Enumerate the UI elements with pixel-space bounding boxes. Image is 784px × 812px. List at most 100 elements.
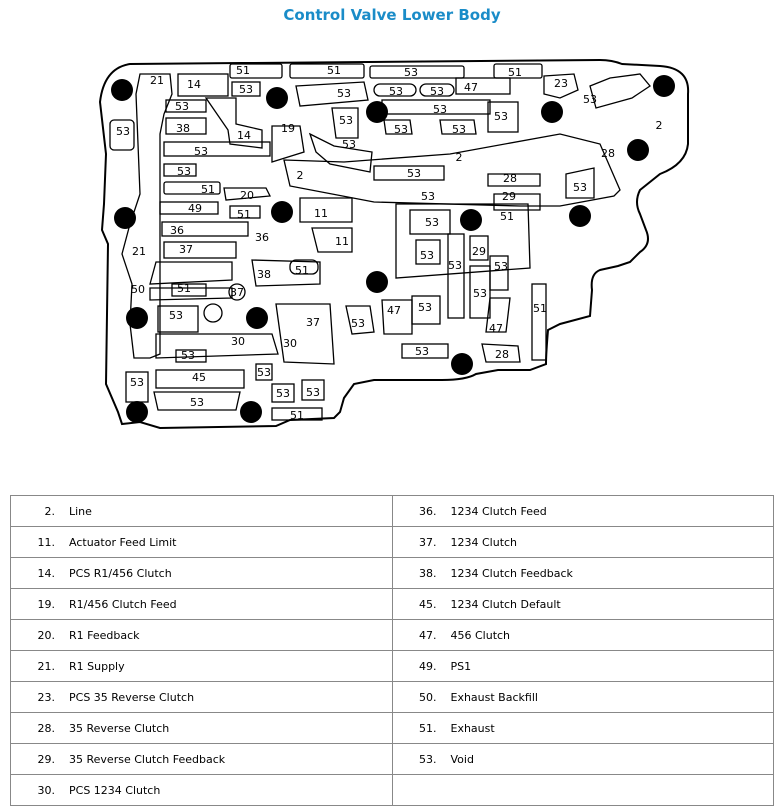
passage-label: 47: [489, 322, 503, 335]
legend-cell: 23.PCS 35 Reverse Clutch: [10, 681, 393, 713]
legend-cell: 20.R1 Feedback: [10, 619, 393, 651]
legend-cell: 28.35 Reverse Clutch: [10, 712, 393, 744]
passage-label: 2: [456, 151, 463, 164]
passage-label: 53: [177, 165, 191, 178]
legend-cell: 2.Line: [10, 495, 393, 527]
passage-label: 51: [508, 66, 522, 79]
legend-cell: 21.R1 Supply: [10, 650, 393, 682]
passage-label: 53: [169, 309, 183, 322]
passage-label: 53: [194, 145, 208, 158]
passage-label: 47: [464, 81, 478, 94]
passage-label: 53: [342, 138, 356, 151]
passage-label: 2: [297, 169, 304, 182]
legend-cell: 53.Void: [391, 743, 774, 775]
legend-cell: 19.R1/456 Clutch Feed: [10, 588, 393, 620]
passage-legend-table: 2.Line 36.1234 Clutch Feed 11.Actuator F…: [10, 495, 774, 806]
passage-label: 53: [404, 66, 418, 79]
passage-label: 11: [314, 207, 328, 220]
table-row: 21.R1 Supply 49.PS1: [10, 650, 774, 682]
legend-cell: 29.35 Reverse Clutch Feedback: [10, 743, 393, 775]
legend-cell: 11.Actuator Feed Limit: [10, 526, 393, 558]
passage-label: 53: [407, 167, 421, 180]
passage-label: 29: [502, 190, 516, 203]
passage-label: 53: [415, 345, 429, 358]
legend-cell: 36.1234 Clutch Feed: [391, 495, 774, 527]
passage-label: 53: [190, 396, 204, 409]
legend-cell: 37.1234 Clutch: [391, 526, 774, 558]
passage-label: 53: [337, 87, 351, 100]
passage-label: 38: [257, 268, 271, 281]
passage-label: 49: [188, 202, 202, 215]
table-row: 28.35 Reverse Clutch 51.Exhaust: [10, 712, 774, 744]
passage-label: 47: [387, 304, 401, 317]
passage-label: 53: [433, 103, 447, 116]
passage-labels: 21 14 51 51 53 51 53 53 23 53 53 47 53 5…: [116, 64, 663, 422]
passage-label: 2: [656, 119, 663, 132]
diagram-title: Control Valve Lower Body: [283, 6, 501, 24]
passage-label: 51: [327, 64, 341, 77]
table-row: 19.R1/456 Clutch Feed 45.1234 Clutch Def…: [10, 588, 774, 620]
passage-label: 53: [306, 386, 320, 399]
valve-body-outline: [98, 58, 690, 430]
passage-label: 14: [187, 78, 201, 91]
passage-label: 53: [276, 387, 290, 400]
passage-label: 53: [116, 125, 130, 138]
passage-label: 53: [420, 249, 434, 262]
passage-label: 14: [237, 129, 251, 142]
legend-cell: 14.PCS R1/456 Clutch: [10, 557, 393, 589]
passage-label: 51: [236, 64, 250, 77]
passage-label: 53: [583, 93, 597, 106]
passage-label: 20: [240, 189, 254, 202]
passage-label: 30: [283, 337, 297, 350]
passage-label: 51: [177, 282, 191, 295]
passage-label: 53: [452, 123, 466, 136]
passage-label: 53: [351, 317, 365, 330]
passage-outlines: [109, 63, 651, 421]
passage-label: 29: [472, 245, 486, 258]
passage-label: 53: [389, 85, 403, 98]
passage-label: 38: [176, 122, 190, 135]
valve-body-svg: 21 14 51 51 53 51 53 53 23 53 53 47 53 5…: [98, 58, 690, 430]
passage-label: 51: [500, 210, 514, 223]
passage-label: 51: [295, 264, 309, 277]
bolt-holes: [111, 75, 675, 423]
passage-label: 53: [425, 216, 439, 229]
legend-cell: [391, 774, 774, 806]
passage-label: 53: [430, 85, 444, 98]
passage-label: 45: [192, 371, 206, 384]
legend-cell: 49.PS1: [391, 650, 774, 682]
table-row: 29.35 Reverse Clutch Feedback 53.Void: [10, 743, 774, 775]
table-row: 14.PCS R1/456 Clutch 38.1234 Clutch Feed…: [10, 557, 774, 589]
passage-label: 53: [175, 100, 189, 113]
legend-cell: 38.1234 Clutch Feedback: [391, 557, 774, 589]
passage-label: 53: [494, 260, 508, 273]
passage-label: 53: [473, 287, 487, 300]
table-row: 30.PCS 1234 Clutch: [10, 774, 774, 806]
table-row: 20.R1 Feedback 47.456 Clutch: [10, 619, 774, 651]
passage-label: 53: [418, 301, 432, 314]
passage-label: 53: [448, 259, 462, 272]
table-row: 2.Line 36.1234 Clutch Feed: [10, 495, 774, 527]
valve-body-diagram: 21 14 51 51 53 51 53 53 23 53 53 47 53 5…: [0, 34, 784, 464]
passage-label: 53: [394, 123, 408, 136]
passage-label: 53: [339, 114, 353, 127]
passage-label: 53: [239, 83, 253, 96]
passage-label: 51: [201, 183, 215, 196]
passage-label: 21: [150, 74, 164, 87]
passage-label: 51: [290, 409, 304, 422]
passage-label: 28: [503, 172, 517, 185]
passage-label: 36: [170, 224, 184, 237]
passage-label: 51: [533, 302, 547, 315]
passage-label: 19: [281, 122, 295, 135]
passage-label: 36: [255, 231, 269, 244]
passage-label: 37: [179, 243, 193, 256]
legend-cell: 50.Exhaust Backfill: [391, 681, 774, 713]
passage-label: 37: [230, 286, 244, 299]
table-row: 11.Actuator Feed Limit 37.1234 Clutch: [10, 526, 774, 558]
passage-label: 28: [601, 147, 615, 160]
passage-label: 53: [573, 181, 587, 194]
passage-label: 53: [421, 190, 435, 203]
legend-cell: 30.PCS 1234 Clutch: [10, 774, 393, 806]
table-row: 23.PCS 35 Reverse Clutch 50.Exhaust Back…: [10, 681, 774, 713]
passage-label: 53: [494, 110, 508, 123]
